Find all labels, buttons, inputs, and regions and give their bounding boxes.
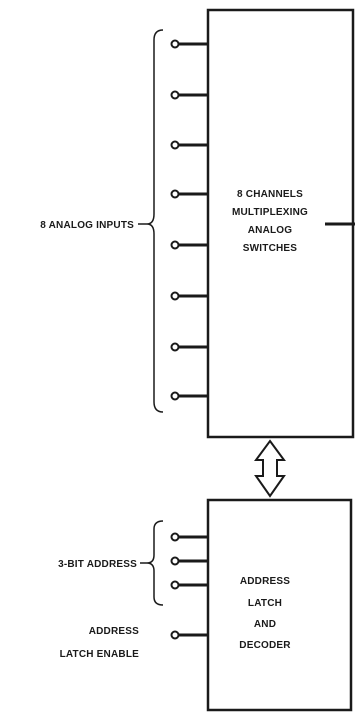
bidirectional-bus-arrow bbox=[254, 439, 286, 498]
address-latch-decoder-block bbox=[206, 498, 353, 712]
analog-input-5-pin bbox=[170, 240, 180, 250]
latch-block-line-4: DECODER bbox=[239, 640, 291, 651]
latch-block-line-1: ADDRESS bbox=[240, 576, 290, 587]
analog-input-pins bbox=[170, 39, 208, 401]
address-bit-2-pin bbox=[170, 556, 180, 566]
address-bit-1-pin bbox=[170, 532, 180, 542]
latch-enable-pin bbox=[170, 630, 180, 640]
analog-inputs-brace bbox=[146, 29, 164, 413]
latch-enable-label-line-1: ADDRESS bbox=[89, 626, 139, 637]
analog-input-1-pin bbox=[170, 39, 180, 49]
analog-input-3-pin bbox=[170, 140, 180, 150]
analog-input-7-pin bbox=[170, 342, 180, 352]
mux-block-line-4: SWITCHES bbox=[243, 243, 298, 254]
analog-input-4-pin bbox=[170, 189, 180, 199]
mux-block-line-1: 8 CHANNELS bbox=[237, 189, 303, 200]
address-pins bbox=[170, 532, 208, 590]
mux-block-line-2: MULTIPLEXING bbox=[232, 207, 308, 218]
address-brace bbox=[146, 520, 164, 606]
mux-block-line-3: ANALOG bbox=[248, 225, 293, 236]
address-label: 3-BIT ADDRESS bbox=[58, 559, 137, 570]
analog-input-6-pin bbox=[170, 291, 180, 301]
latch-block-line-2: LATCH bbox=[248, 598, 282, 609]
analog-inputs-label: 8 ANALOG INPUTS bbox=[40, 220, 134, 231]
latch-enable-label-line-2: LATCH ENABLE bbox=[60, 649, 140, 660]
address-bit-3-pin bbox=[170, 580, 180, 590]
analog-input-2-pin bbox=[170, 90, 180, 100]
latch-block-line-3: AND bbox=[254, 619, 276, 630]
analog-input-8-pin bbox=[170, 391, 180, 401]
